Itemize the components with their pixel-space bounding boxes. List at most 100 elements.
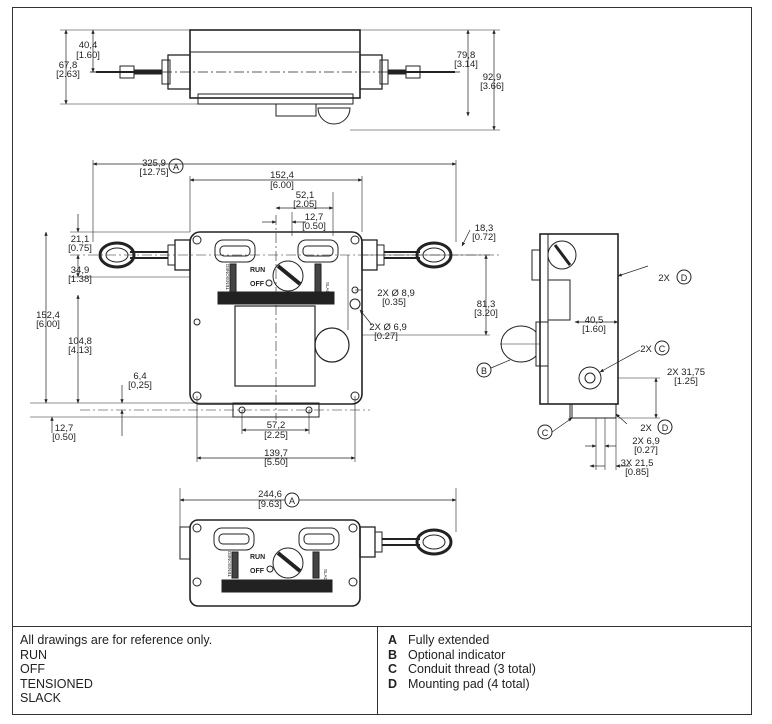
dim-text: [3.14]: [454, 59, 478, 70]
dim-text: [0.72]: [472, 232, 496, 243]
dim-text: [3.20]: [474, 308, 498, 319]
dim-text: 152,4: [270, 170, 294, 181]
callout-a-bottom: [284, 492, 300, 508]
callout-letter: A: [173, 162, 179, 172]
dim-text: 92,9: [483, 72, 502, 83]
dim-text: 2X: [640, 344, 652, 355]
dim-text: [12.75]: [139, 167, 168, 178]
dim-text: [1.60]: [582, 324, 606, 335]
dim-text: 52,1: [296, 190, 315, 201]
dim-text: 21,1: [71, 234, 90, 245]
drawing-frame: [12, 7, 752, 715]
legend-text: Fully extended: [408, 633, 490, 647]
dim-text: 325,9: [142, 158, 166, 169]
legend-panel: All drawings are for reference only. RUN…: [12, 626, 752, 715]
dim-text: [1.25]: [674, 376, 698, 387]
callout-d-bottom: [657, 419, 673, 435]
key-column: A Fully extended B Optional indicator C Con…: [388, 633, 536, 691]
legend-item-a: A Fully extended: [388, 633, 536, 648]
dim-text: [0.27]: [634, 445, 658, 456]
callout-d-top: [676, 269, 692, 285]
top-view-body: [189, 29, 361, 99]
legend-letter: C: [388, 662, 398, 676]
callout-c-bottom: [537, 424, 553, 440]
dim-text: [2.05]: [293, 199, 317, 210]
callout-letter: B: [481, 366, 487, 376]
dim-text: 2X 6,9: [632, 436, 659, 447]
panel-tensioned-label: TENSIONED: [225, 263, 230, 290]
panel-tensioned-label: TENSIONED: [227, 550, 232, 577]
dim-text: [0.35]: [382, 297, 406, 308]
disclaimer-text: All drawings are for reference only.: [20, 633, 213, 647]
legend-letter: D: [388, 676, 398, 691]
dim-text: 40,4: [79, 40, 98, 51]
bottom-view: [179, 488, 457, 607]
dim-text: [1.38]: [68, 274, 92, 285]
dim-text: 57,2: [267, 420, 286, 431]
callout-c-top: [654, 340, 670, 356]
term-tensioned: TENSIONED: [20, 676, 93, 691]
dim-text: 12,7: [55, 423, 74, 434]
dim-text: [3.66]: [480, 81, 504, 92]
dim-text: [9.63]: [258, 499, 282, 510]
dim-text: [1.60]: [76, 50, 100, 61]
dim-text: 18,3: [475, 223, 494, 234]
dim-text: [2.25]: [264, 430, 288, 441]
callout-a-front: [168, 158, 184, 174]
panel-slack-label: SLACK: [325, 282, 330, 297]
dim-text: 2X Ø 6,9: [369, 322, 407, 333]
panel-off-label: OFF: [250, 281, 265, 288]
dim-text: 3X 21,5: [621, 458, 654, 469]
dim-text: [0.27]: [374, 331, 398, 342]
dim-text: 81,3: [477, 299, 496, 310]
dim-text: 152,4: [36, 310, 60, 321]
dim-text: [0.85]: [625, 467, 649, 478]
term-slack: SLACK: [20, 691, 61, 705]
side-view: [500, 233, 660, 470]
callout-letter: C: [542, 428, 549, 438]
dim-text: [0.50]: [52, 432, 76, 443]
legend-item-d: D Mounting pad (4 total): [388, 677, 536, 692]
top-view: [60, 29, 500, 131]
dim-text: [4.13]: [68, 345, 92, 356]
callout-b: [476, 362, 492, 378]
dim-text: 34,9: [71, 265, 90, 276]
panel-off-label: OFF: [250, 568, 265, 575]
dim-text: 12,7: [305, 212, 324, 223]
dim-text: 104,8: [68, 336, 92, 347]
notes-column: All drawings are for reference only. RUN…: [20, 633, 212, 706]
callout-letter: C: [659, 344, 666, 354]
panel-run-label: RUN: [250, 554, 265, 561]
legend-letter: A: [388, 633, 398, 647]
dim-text: [0.50]: [302, 221, 326, 232]
dim-text: [5.50]: [264, 457, 288, 468]
dim-text: 139,7: [264, 448, 288, 459]
term-run: RUN: [20, 647, 48, 662]
legend-text: Optional indicator: [408, 647, 506, 662]
callout-letter: D: [662, 423, 669, 433]
dim-text: [6.00]: [270, 180, 294, 191]
panel-slack-label: SLACK: [323, 569, 328, 584]
dim-text: 2X Ø 8,9: [377, 288, 415, 299]
dim-text: 67,8: [59, 60, 78, 71]
dim-text: 2X: [658, 273, 670, 284]
dim-text: 6,4: [133, 371, 146, 382]
dim-text: 244,6: [258, 489, 282, 500]
bottom-view-enclosure: [189, 519, 361, 607]
term-off: OFF: [20, 662, 45, 676]
callout-letter: A: [289, 496, 295, 506]
legend-divider: [377, 627, 378, 715]
front-view: [30, 160, 500, 462]
dim-text: 40,5: [585, 315, 604, 326]
legend-text: Conduit thread (3 total): [408, 662, 536, 676]
legend-item-b: B Optional indicator: [388, 648, 536, 663]
dim-text: [2.63]: [56, 69, 80, 80]
callout-letter: D: [681, 273, 688, 283]
legend-text: Mounting pad (4 total): [408, 676, 530, 691]
dim-text: [0.75]: [68, 243, 92, 254]
dim-text: [6.00]: [36, 319, 60, 330]
dim-text: 79,8: [457, 50, 476, 61]
legend-letter: B: [388, 647, 398, 662]
dim-text: 2X: [640, 423, 652, 434]
legend-item-c: C Conduit thread (3 total): [388, 662, 536, 677]
